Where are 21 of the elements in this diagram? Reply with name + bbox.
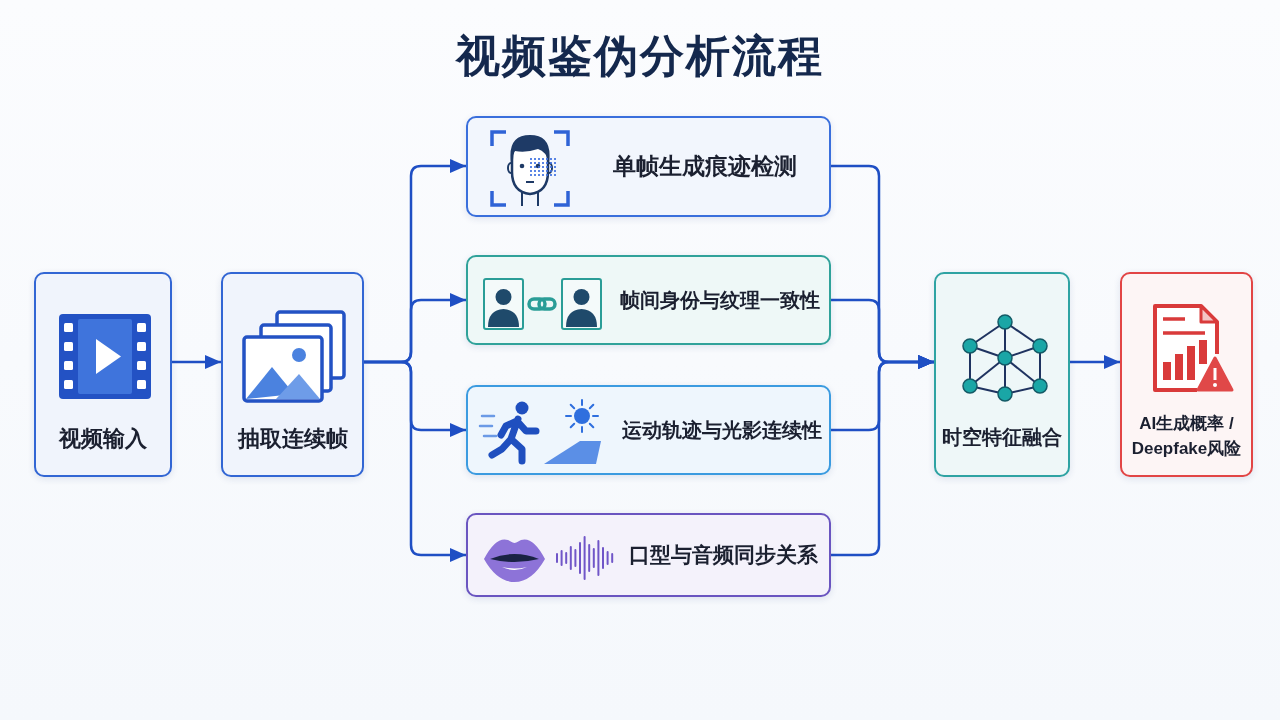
- step-box: [34, 272, 172, 477]
- step-label: 抽取连续帧: [237, 425, 348, 454]
- result-box: [1120, 272, 1253, 477]
- step-label: 视频输入: [59, 425, 147, 454]
- analysis-box: [466, 255, 831, 345]
- step-label: 口型与音频同步关系: [628, 541, 818, 568]
- fusion-box: [934, 272, 1070, 477]
- step-label: 单帧生成痕迹检测: [613, 151, 797, 181]
- connector-arrow: [364, 360, 466, 562]
- step-label: 时空特征融合: [942, 424, 1062, 450]
- step-label: 运动轨迹与光影连续性: [622, 417, 822, 443]
- analysis-box: [466, 116, 831, 217]
- step-label: AI生成概率 / Deepfake风险: [1130, 413, 1243, 460]
- connector-arrow: [1070, 355, 1120, 369]
- analysis-box: [466, 385, 831, 475]
- step-label: 帧间身份与纹理一致性: [620, 287, 820, 313]
- connector-arrow: [172, 355, 221, 369]
- diagram-title: 视频鉴伪分析流程: [456, 31, 824, 80]
- connector-arrow: [831, 355, 934, 557]
- step-box: [221, 272, 364, 477]
- analysis-box: [466, 513, 831, 597]
